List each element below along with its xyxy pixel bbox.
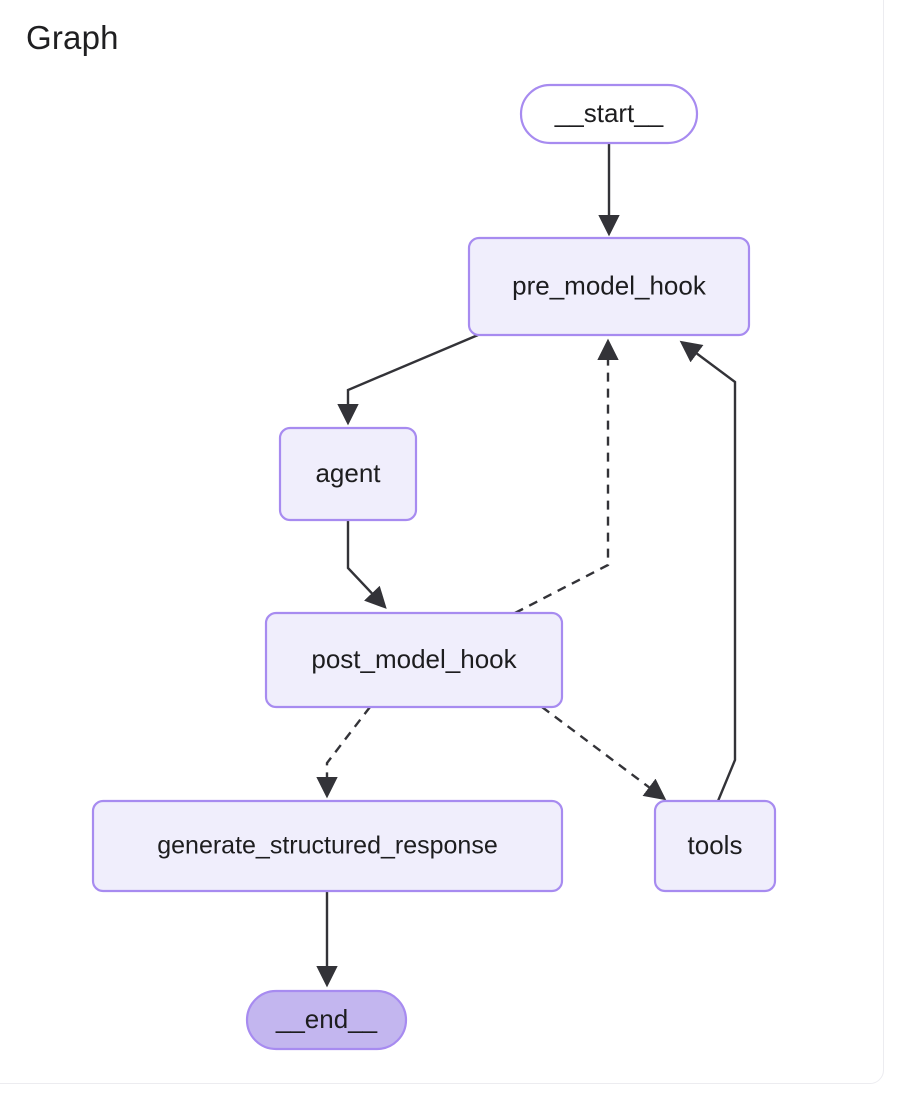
graph-node-shape-tools [653, 799, 777, 893]
graph-node-agent[interactable]: agent [278, 426, 418, 522]
graph-node-label-post_model_hook: post_model_hook [311, 644, 517, 674]
graph-node-post_model_hook[interactable]: post_model_hook [264, 611, 564, 709]
graph-edge-post_model_hook-to-pre_model_hook [514, 338, 619, 615]
graph-edge-agent-to-post_model_hook [346, 520, 387, 609]
graph-node-__start__[interactable]: __start__ [519, 83, 699, 145]
graph-node-label-pre_model_hook: pre_model_hook [512, 270, 707, 300]
graph-edge-post_model_hook-to-tools [541, 706, 667, 801]
graph-node-label-__start__: __start__ [554, 98, 664, 128]
graph-edge-pre_model_hook-to-agent [337, 333, 479, 426]
graph-node-label-__end__: __end__ [275, 1004, 378, 1034]
page-title: Graph [26, 19, 119, 56]
graph-node-shape-pre_model_hook [467, 236, 751, 337]
graph-node-shape-agent [278, 426, 418, 522]
graph-node-shape-__start__ [519, 83, 699, 145]
graph-edge-post_model_hook-to-generate_structured_response [316, 706, 371, 799]
graph-node-pre_model_hook[interactable]: pre_model_hook [467, 236, 751, 337]
graph-node-label-agent: agent [315, 458, 381, 488]
graph-node-label-tools: tools [688, 830, 743, 860]
graph-node-generate_structured_response[interactable]: generate_structured_response [91, 799, 564, 893]
graph-node-shape-generate_structured_response [91, 799, 564, 893]
graph-card [0, 0, 884, 1084]
graph-node-__end__[interactable]: __end__ [245, 989, 408, 1051]
graph-edge-tools-to-pre_model_hook [679, 340, 737, 802]
graph-node-tools[interactable]: tools [653, 799, 777, 893]
graph-edges [316, 143, 737, 988]
graph-node-shape-__end__ [245, 989, 408, 1051]
graph-node-label-generate_structured_response: generate_structured_response [157, 832, 498, 860]
graph-node-shape-post_model_hook [264, 611, 564, 709]
